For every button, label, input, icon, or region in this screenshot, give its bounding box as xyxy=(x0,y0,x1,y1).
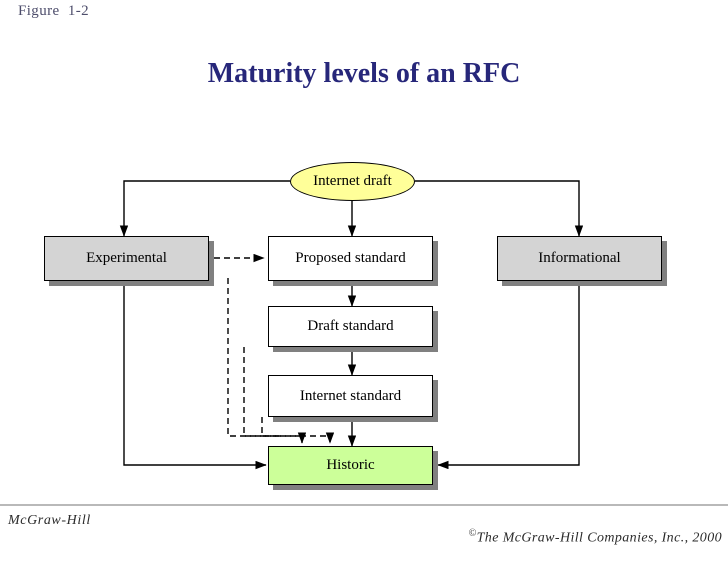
footer-copyright: ©The McGraw-Hill Companies, Inc., 2000 xyxy=(453,512,722,563)
node-box xyxy=(268,375,433,417)
node-proposed-standard[interactable]: Proposed standard xyxy=(268,236,438,286)
node-experimental[interactable]: Experimental xyxy=(44,236,214,286)
diagram-connectors xyxy=(119,180,584,470)
edge-internetstd-historic-dashed xyxy=(261,417,280,437)
node-internet-draft[interactable]: Internet draft xyxy=(290,162,415,201)
slide-canvas: Figure 1-2 Maturity levels of an RFC xyxy=(0,3,728,546)
node-box xyxy=(44,236,209,281)
node-internet-standard[interactable]: Internet standard xyxy=(268,375,438,422)
node-proposed-standard-label: Proposed standard xyxy=(295,250,406,267)
node-historic-label: Historic xyxy=(326,457,375,474)
node-box xyxy=(268,236,433,281)
edge-experimental-historic xyxy=(123,281,267,470)
node-box xyxy=(268,446,433,485)
edge-informational-historic xyxy=(437,281,580,470)
footer-divider xyxy=(0,504,728,506)
edge-draftstd-historic xyxy=(243,347,307,444)
page-title: Maturity levels of an RFC xyxy=(207,58,521,89)
node-historic[interactable]: Historic xyxy=(268,446,438,490)
figure-label: Figure 1-2 xyxy=(18,3,90,19)
footer-copyright-text: The McGraw-Hill Companies, Inc., 2000 xyxy=(476,530,722,546)
edge-draft-experimental xyxy=(119,180,290,237)
node-draft-standard-label: Draft standard xyxy=(307,318,394,335)
copyright-icon: © xyxy=(468,528,477,539)
footer-brand: McGraw-Hill xyxy=(8,513,91,528)
node-internet-draft-label: Internet draft xyxy=(313,173,392,189)
edge-proposed-historic xyxy=(227,278,335,444)
node-internet-standard-label: Internet standard xyxy=(299,387,402,404)
node-experimental-label: Experimental xyxy=(86,250,167,267)
node-informational[interactable]: Informational xyxy=(497,236,667,286)
edge-draft-informational xyxy=(415,180,584,237)
node-draft-standard[interactable]: Draft standard xyxy=(268,306,438,352)
node-informational-label: Informational xyxy=(538,250,621,267)
